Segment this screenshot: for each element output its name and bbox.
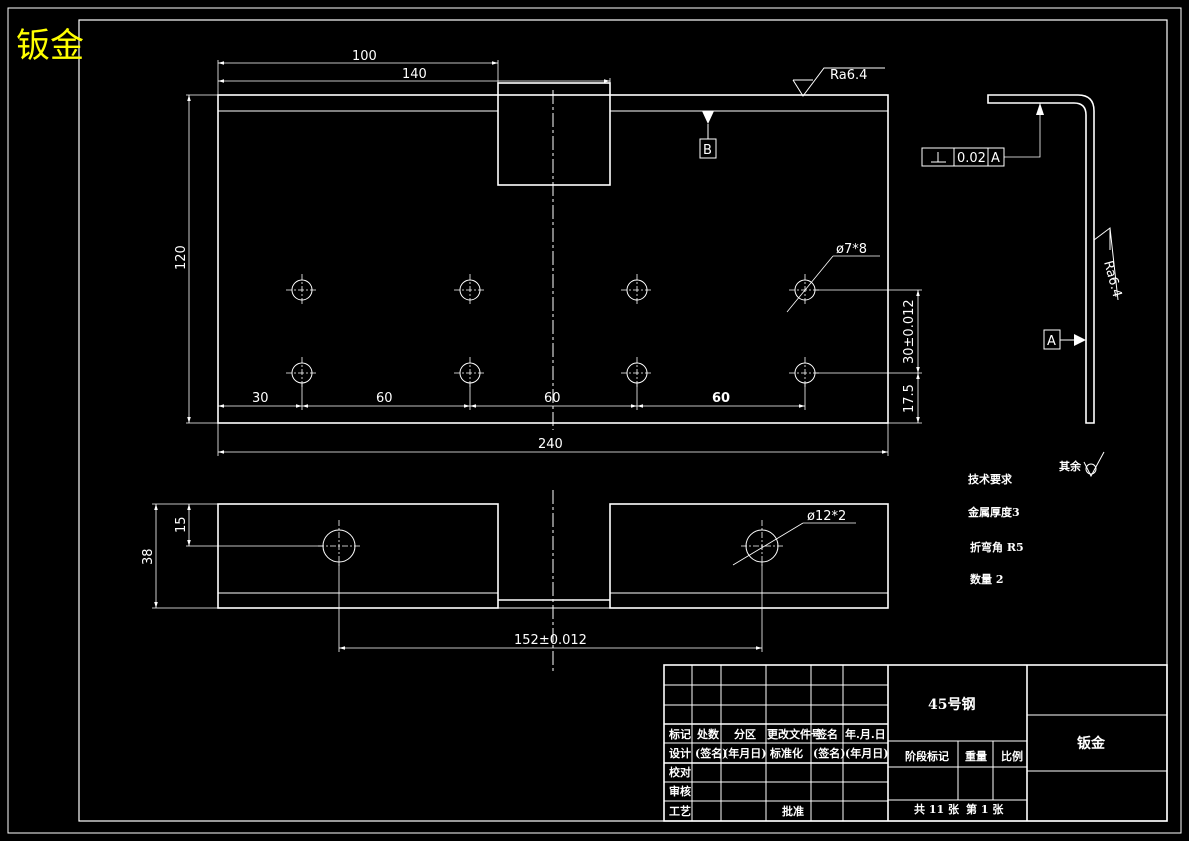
dim-240: 240 [538, 437, 563, 452]
tb-approve: 批准 [782, 804, 804, 818]
roughness-side-label: Ra6.4 [1100, 259, 1124, 299]
title-block: 45号钢 钣金 标记 处数 分区 更改文件号 签名 年.月.日 设计 (签名) … [663, 664, 1168, 822]
tb-stage-mark: 阶段标记 [905, 749, 949, 763]
hole-callout-small: ø7*8 [836, 242, 867, 257]
tb-h-change: 更改文件号 [767, 727, 822, 741]
datum-b-label: B [703, 143, 712, 158]
hole-callout-large: ø12*2 [807, 509, 846, 524]
dim-60c: 60 [712, 391, 730, 406]
tb-process: 工艺 [669, 804, 691, 818]
tb-sheet-no: 第 1 张 [966, 802, 1004, 816]
tb-scale: 比例 [1001, 749, 1023, 763]
tb-sign1: (签名) [695, 746, 727, 760]
roughness-rest: 其余 [1059, 451, 1105, 478]
front-view: 100 140 120 30 60 60 60 240 30±0.012 17. [174, 49, 922, 456]
dim-120: 120 [174, 245, 189, 270]
bottom-right-block [609, 503, 889, 609]
dim-60b: 60 [544, 391, 561, 406]
inner-frame [78, 19, 1168, 822]
roughness-symbol-top: Ra6.4 [792, 67, 885, 97]
tb-date2: (年月日) [845, 746, 888, 760]
dim-140: 140 [402, 67, 427, 82]
roughness-symbol-side: Ra6.4 [1093, 227, 1124, 301]
notes-heading: 技术要求 [968, 472, 1013, 486]
notes-bend: 折弯角 R5 [970, 540, 1024, 554]
datum-a: A [1043, 329, 1086, 350]
tb-h-zone: 分区 [734, 727, 756, 741]
tb-check: 校对 [669, 765, 691, 779]
roughness-rest-label: 其余 [1059, 459, 1082, 473]
tb-date1: (年月日) [723, 746, 766, 760]
datum-b: B [699, 111, 717, 159]
dim-38: 38 [141, 548, 156, 565]
bent-profile [987, 94, 1095, 424]
tb-material: 45号钢 [928, 696, 975, 713]
outer-frame [7, 7, 1182, 834]
tb-sign2: (签名) [813, 746, 845, 760]
bottom-view: 15 38 152±0.012 ø12*2 [141, 490, 889, 672]
tb-part-name: 钣金 [1077, 735, 1106, 752]
dim-15: 15 [174, 516, 189, 533]
drawing-title: 钣金 [16, 26, 84, 66]
notes-thickness: 金属厚度3 [967, 505, 1020, 519]
roughness-top-label: Ra6.4 [830, 68, 867, 83]
dim-60a: 60 [376, 391, 393, 406]
bottom-left-block [217, 503, 499, 609]
notes-quantity: 数量 2 [970, 572, 1003, 586]
tb-h-count: 处数 [696, 727, 720, 741]
dim-17-5: 17.5 [902, 384, 917, 413]
technical-notes: 技术要求 金属厚度3 折弯角 R5 数量 2 [967, 472, 1024, 586]
tb-weight: 重量 [965, 749, 987, 763]
dim-30: 30 [252, 391, 269, 406]
tb-sheets: 共 11 张 [914, 802, 960, 816]
tolerance-frame: 0.02 A [921, 103, 1044, 167]
datum-a-label: A [1047, 334, 1056, 349]
tb-review: 审核 [669, 784, 691, 798]
tb-h-date: 年.月.日 [845, 727, 886, 741]
tb-h-sign: 签名 [815, 727, 838, 741]
tb-design: 设计 [669, 746, 691, 760]
hole-leader-large [732, 522, 804, 566]
side-view: 0.02 A Ra6.4 A [921, 94, 1124, 424]
dim-30-tolerance: 30±0.012 [902, 299, 917, 364]
dim-100: 100 [352, 49, 377, 64]
notch [497, 82, 611, 186]
dim-152-tolerance: 152±0.012 [514, 633, 587, 648]
tb-std: 标准化 [769, 746, 803, 760]
tolerance-ref: A [991, 151, 1000, 166]
hole-leader [786, 255, 834, 313]
tb-h-mark: 标记 [668, 727, 691, 741]
tolerance-value: 0.02 [957, 151, 986, 166]
